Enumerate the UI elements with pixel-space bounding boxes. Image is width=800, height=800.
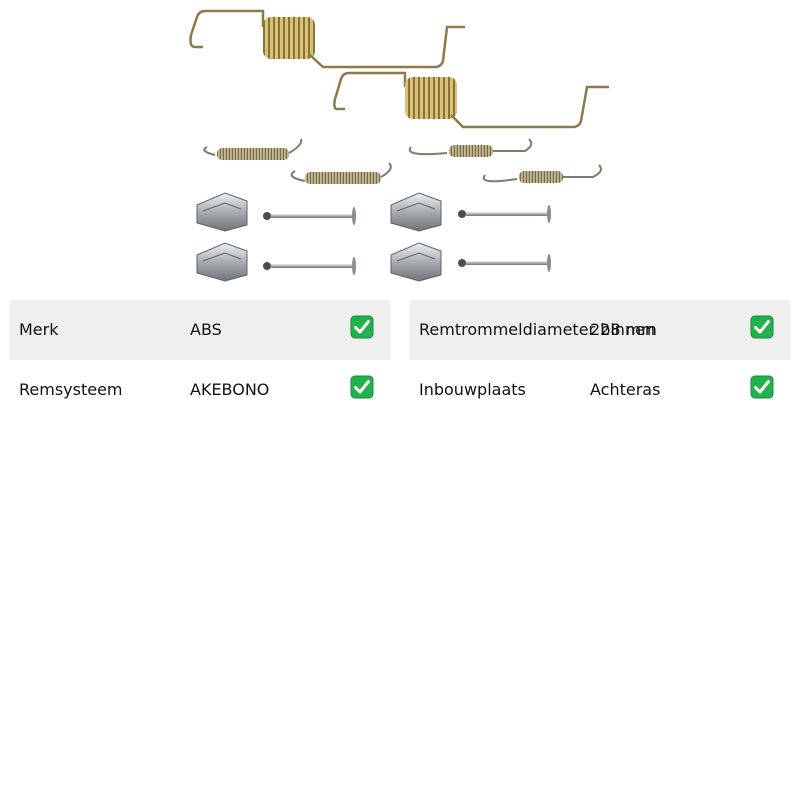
check-mark-icon	[750, 315, 774, 339]
small-spring-2	[290, 162, 392, 184]
spec-row-remtrommeldiameter: Remtrommeldiameter binnen 228 mm	[410, 300, 790, 360]
check-mark-icon	[750, 375, 774, 399]
retainer-clip-4	[390, 242, 442, 282]
spec-label: Remtrommeldiameter binnen	[419, 320, 656, 339]
product-image	[189, 9, 609, 282]
spec-label: Inbouwplaats	[419, 380, 526, 399]
small-spring-1	[203, 138, 303, 160]
large-spring-1	[189, 9, 465, 69]
check-mark-icon	[350, 375, 374, 399]
spec-value: Achteras	[590, 380, 661, 399]
retainer-clip-3	[390, 192, 442, 232]
hold-down-pin-3	[458, 205, 551, 223]
spec-table-right: Remtrommeldiameter binnen 228 mm Inbouwp…	[410, 300, 790, 420]
hold-down-pin-2	[263, 257, 356, 275]
spec-value: 228 mm	[590, 320, 657, 339]
retainer-clip-1	[196, 192, 248, 232]
hold-down-pin-1	[263, 207, 356, 225]
spec-value: ABS	[190, 320, 222, 339]
small-spring-4	[482, 164, 602, 183]
spec-row-remsysteem: Remsysteem AKEBONO	[10, 360, 390, 420]
spec-label: Merk	[19, 320, 59, 339]
spec-table-left: Merk ABS Remsysteem AKEBONO	[10, 300, 390, 420]
spec-label: Remsysteem	[19, 380, 123, 399]
retainer-clip-2	[196, 242, 248, 282]
spec-row-merk: Merk ABS	[10, 300, 390, 360]
check-mark-icon	[350, 315, 374, 339]
spec-row-inbouwplaats: Inbouwplaats Achteras	[410, 360, 790, 420]
spec-value: AKEBONO	[190, 380, 270, 399]
large-spring-2	[333, 71, 609, 129]
hold-down-pin-4	[458, 254, 551, 272]
small-spring-3	[408, 138, 533, 157]
